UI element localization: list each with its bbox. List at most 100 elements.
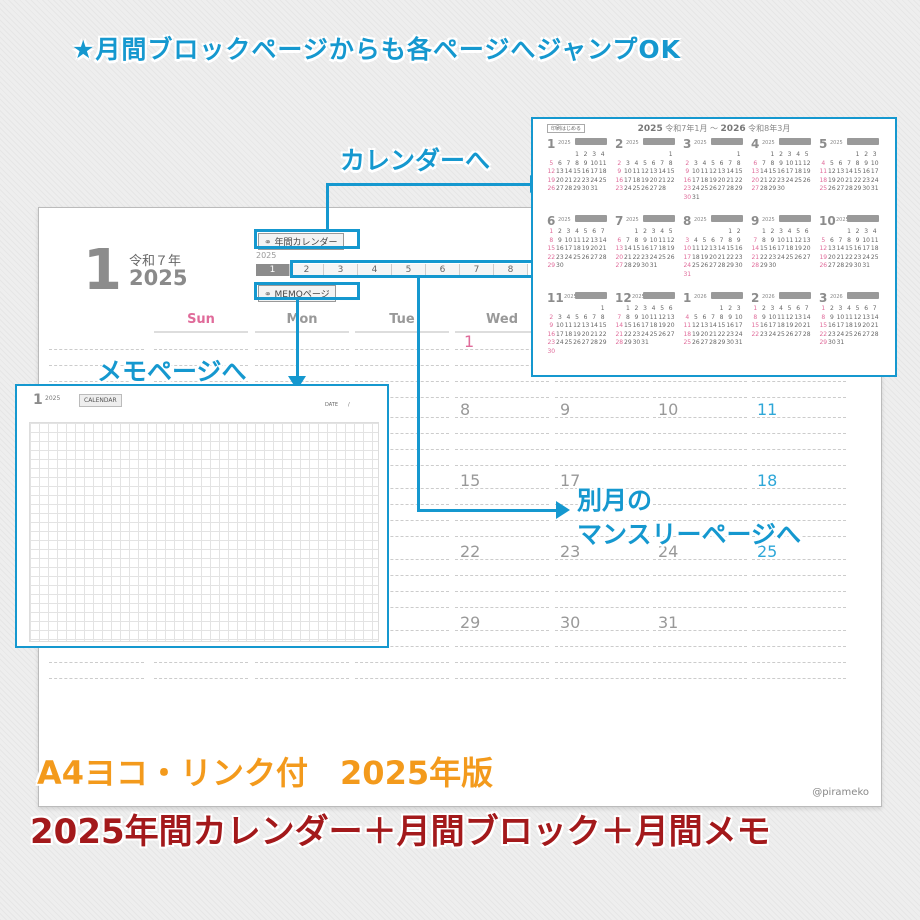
highlight-memo-link [254,282,360,300]
mini-month-memo-tag[interactable] [575,292,607,299]
mini-day: 13 [700,322,709,329]
mini-day: 26 [819,262,828,269]
month-strip-cell[interactable]: 1 [256,264,290,276]
mini-day: 15 [573,168,581,175]
memo-page-preview[interactable]: 1 2025 CALENDAR DATE / [15,384,389,648]
mini-day-empty [709,151,718,160]
mini-day: 26 [700,262,709,269]
mini-day: 19 [692,330,700,338]
mini-day: 7 [617,313,622,321]
mini-month-memo-tag[interactable] [779,215,811,222]
mini-month-memo-tag[interactable] [643,215,675,222]
month-strip-cell[interactable]: 4 [358,264,392,276]
mini-day: 20 [717,176,726,184]
callout-memo: メモページへ [97,357,247,386]
month-strip-cell[interactable]: 2 [290,264,324,276]
mini-day: 10 [683,245,692,252]
mini-month-memo-tag[interactable] [779,292,811,299]
mini-day: 22 [573,176,581,184]
month-strip-cell[interactable]: 7 [460,264,494,276]
annual-calendar-link-label: 年間カレンダー [274,238,338,248]
mini-day: 24 [862,253,870,261]
day-cell-line [255,365,349,366]
mini-day: 17 [692,176,700,184]
mini-day: 27 [615,262,624,269]
mini-month-memo-tag[interactable] [847,215,879,222]
day-number: 25 [757,542,778,561]
mini-day: 6 [753,159,758,167]
mini-day-empty [658,151,667,160]
mini-month-memo-tag[interactable] [711,138,743,145]
mini-day: 22 [632,253,641,261]
mini-day: 8 [753,313,758,321]
mini-month-memo-tag[interactable] [643,292,675,299]
month-strip-cell[interactable]: 5 [392,264,426,276]
mini-day: 7 [753,236,758,244]
mini-day: 23 [828,330,836,338]
day-cell-line [355,646,449,647]
day-cell-line [355,465,449,466]
mini-day: 1 [761,228,766,235]
day-cell-line [355,488,449,489]
mini-day: 3 [736,305,741,312]
month-strip-cell[interactable]: 6 [426,264,460,276]
connector-monthly-vertical [417,276,420,512]
mini-month-memo-tag[interactable] [643,138,675,145]
mini-day: 1 [728,228,733,235]
mini-day: 8 [736,159,741,167]
day-cell-line [355,504,449,505]
day-cell-line [653,559,747,560]
mini-day: 21 [717,253,726,261]
mini-day: 28 [598,253,607,261]
annual-calendar-link[interactable]: ⚭年間カレンダー [258,233,344,250]
mini-day: 18 [785,245,794,252]
day-cell-line [653,678,747,679]
day-cell-line [355,630,449,631]
memo-grid [29,422,379,642]
mini-day: 19 [700,253,709,261]
mini-day: 16 [777,168,785,175]
mini-month-memo-tag[interactable] [847,292,879,299]
mini-day: 21 [760,176,768,184]
mini-day: 20 [700,330,709,338]
month-strip-cell[interactable]: 3 [324,264,358,276]
mini-month-memo-tag[interactable] [711,215,743,222]
mini-month-memo-tag[interactable] [575,138,607,145]
mini-day: 6 [617,236,622,244]
mini-month-memo-tag[interactable] [575,215,607,222]
mini-month-memo-tag[interactable] [847,138,879,145]
mini-day: 1 [575,151,579,158]
mini-day: 20 [590,245,598,252]
month-strip-cell[interactable]: 8 [494,264,528,276]
print-button[interactable]: 印刷はじめる [547,124,586,133]
mini-month-memo-tag[interactable] [779,138,811,145]
mini-day: 25 [870,253,879,261]
mini-month-memo-tag[interactable] [711,292,743,299]
mini-day-empty [717,151,726,160]
mini-day: 19 [853,322,862,329]
mini-day: 13 [751,168,760,175]
mini-day: 3 [779,228,783,235]
arrow-right-icon [556,501,570,519]
memo-calendar-link[interactable]: CALENDAR [79,394,122,407]
mini-day: 13 [828,245,836,252]
mini-day: 25 [700,185,709,192]
